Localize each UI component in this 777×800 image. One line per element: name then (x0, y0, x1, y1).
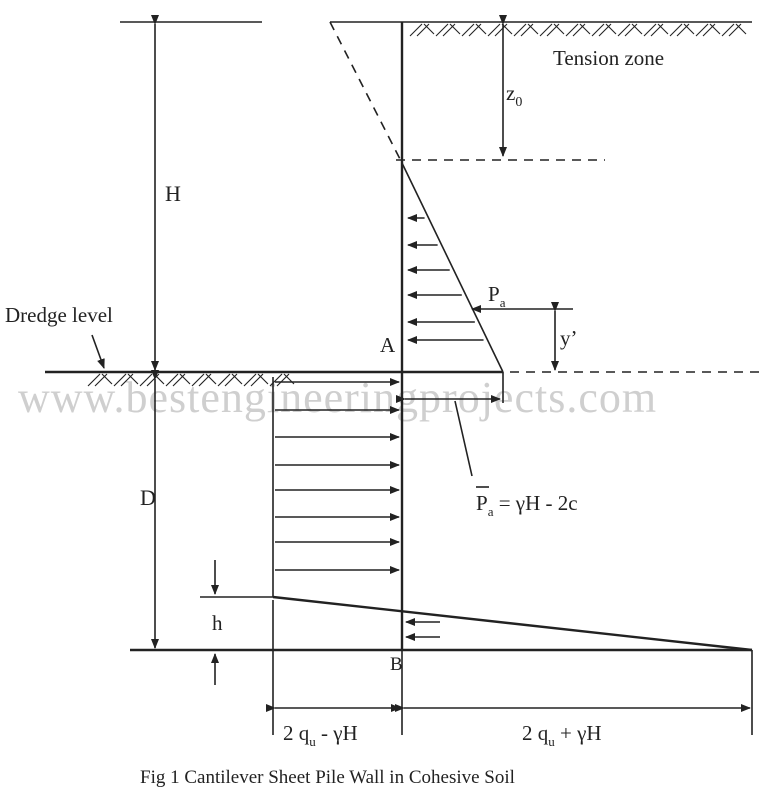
dredge-level-pointer (91, 334, 105, 369)
D-label: D (140, 485, 156, 510)
hatch-mark (94, 373, 108, 387)
hatch-mark (409, 23, 423, 37)
hatch-mark (487, 23, 501, 37)
hatch-mark (565, 23, 579, 37)
top-ground (120, 21, 752, 37)
hatch-mark (513, 23, 527, 37)
hatch-mark (539, 23, 553, 37)
hatch-mark (527, 23, 539, 35)
hatch-mark (461, 23, 475, 37)
hatch-mark (442, 23, 456, 37)
hatch-mark (217, 373, 231, 387)
tension-zone-line (329, 21, 403, 164)
right-base-label: 2 qu + γH (522, 721, 602, 749)
hatch-mark (276, 373, 290, 387)
hatch-mark (598, 23, 612, 37)
hatch-mark (579, 23, 591, 35)
hatch-mark (257, 373, 269, 385)
passive-pressure-arrows (275, 378, 400, 574)
hatch-mark (435, 23, 449, 37)
watermark: www.bestengineeringprojects.com (18, 373, 657, 422)
hatch-mark (250, 373, 264, 387)
h-label: h (212, 611, 223, 635)
dredge-level-label: Dredge level (5, 303, 113, 327)
hatch-mark (205, 373, 217, 385)
hatch-mark (683, 23, 695, 35)
hatch-mark (631, 23, 643, 35)
pa-bar-leader (454, 400, 473, 477)
hatch-mark (591, 23, 605, 37)
y-prime-label: y’ (560, 326, 578, 350)
hatch-mark (423, 23, 435, 35)
hatch-mark (702, 23, 716, 37)
hatch-mark (269, 373, 283, 387)
hatch-mark (643, 23, 657, 37)
pa-bar-equation: Pa = γH - 2c (476, 491, 578, 519)
active-pressure-line (401, 162, 504, 373)
H-label: H (165, 181, 181, 206)
hatch-mark (172, 373, 186, 387)
tension-zone-label: Tension zone (553, 46, 664, 70)
left-base-label: 2 qu - γH (283, 721, 358, 749)
hatch-mark (475, 23, 487, 35)
hatch-mark (669, 23, 683, 37)
hatch-mark (139, 373, 153, 387)
hatch-mark (191, 373, 205, 387)
point-B-label: B (390, 654, 403, 675)
hatch-mark (695, 23, 709, 37)
hatch-mark (650, 23, 664, 37)
figure-caption: Fig 1 Cantilever Sheet Pile Wall in Cohe… (140, 767, 515, 788)
point-A-label: A (380, 333, 396, 357)
hatch-mark (721, 23, 735, 37)
hatch-mark (179, 373, 191, 385)
hatch-mark (113, 373, 127, 387)
hatch-mark (416, 23, 430, 37)
hatch-mark (676, 23, 690, 37)
hatch-mark (572, 23, 586, 37)
net-pressure-line (272, 595, 753, 652)
hatch-mark (87, 373, 101, 387)
hatch-mark (224, 373, 238, 387)
hatch-mark (449, 23, 461, 35)
hatch-mark (198, 373, 212, 387)
hatch-mark (709, 23, 721, 35)
hatch-mark (728, 23, 742, 37)
hatch-mark (101, 373, 113, 385)
hatch-mark (605, 23, 617, 35)
hatch-mark (243, 373, 257, 387)
hatch-mark (231, 373, 243, 385)
active-pressure-arrows (407, 214, 484, 344)
hatch-mark (494, 23, 508, 37)
hatch-mark (553, 23, 565, 35)
hatch-mark (127, 373, 139, 385)
z0-label: z0 (506, 81, 522, 110)
hatch-mark (546, 23, 560, 37)
hatch-mark (657, 23, 669, 35)
hatch-mark (468, 23, 482, 37)
hatch-mark (735, 23, 747, 35)
pa-label: Pa (488, 282, 506, 310)
hatch-mark (165, 373, 179, 387)
hatch-mark (520, 23, 534, 37)
hatch-mark (624, 23, 638, 37)
hatch-mark (120, 373, 134, 387)
hatch-mark (617, 23, 631, 37)
